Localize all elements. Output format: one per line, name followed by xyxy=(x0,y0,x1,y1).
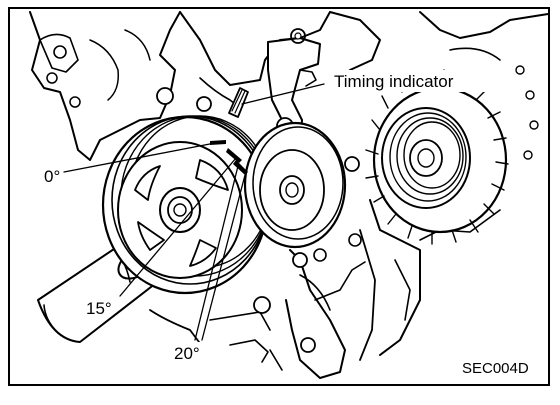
timing-indicator-label-bg xyxy=(330,70,498,92)
engine-background-castings xyxy=(29,11,549,379)
fifteen-degree-label: 15° xyxy=(86,299,112,318)
leader-lines xyxy=(63,83,325,341)
figure-code-label: SEC004D xyxy=(462,360,529,377)
timing-indicator-pointer xyxy=(228,87,249,118)
timing-indicator-label: Timing indicator xyxy=(334,72,454,91)
idler-pulley xyxy=(243,121,347,249)
zero-degree-label: 0° xyxy=(44,167,60,186)
twenty-degree-label-bg xyxy=(172,342,210,364)
twenty-degree-label: 20° xyxy=(174,344,200,363)
